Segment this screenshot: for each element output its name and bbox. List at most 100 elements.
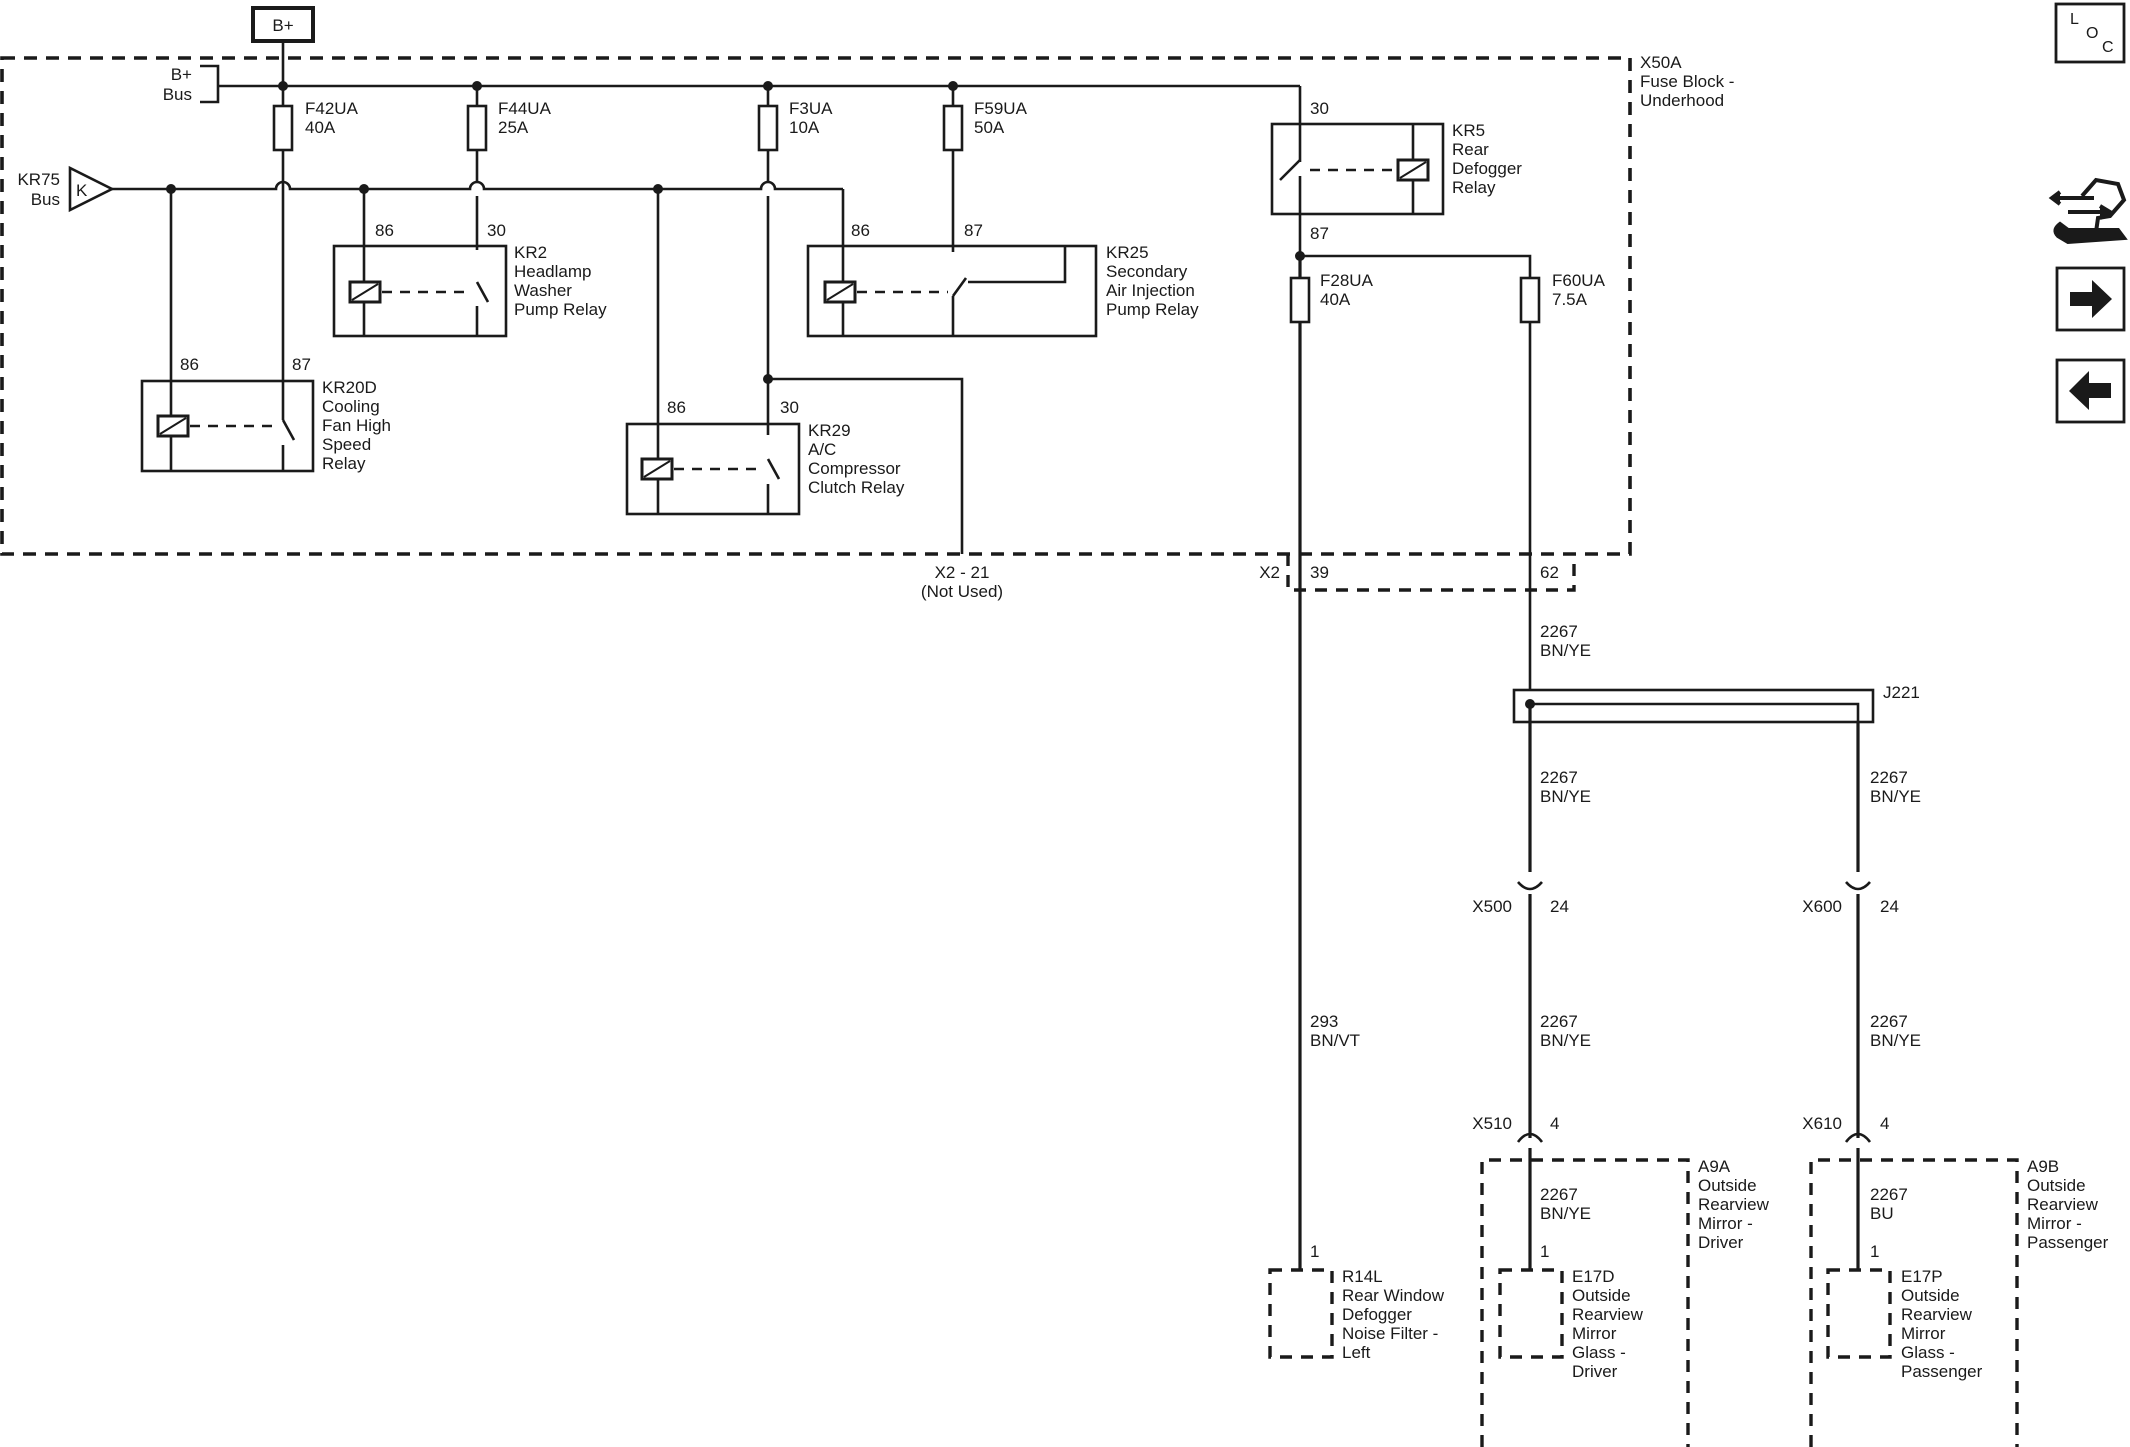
svg-text:A9B: A9B [2027,1157,2059,1176]
svg-text:J221: J221 [1883,683,1920,702]
wrench-connector-button[interactable] [2048,177,2128,245]
svg-text:F44UA: F44UA [498,99,552,118]
component-e17p: E17P Outside Rearview Mirror Glass - Pas… [1826,1267,1983,1381]
fuse-f28ua: F28UA 40A [1289,271,1374,324]
relay-kr20d: 86 87 KR20D Cooling Fan High Speed Relay [140,189,391,473]
wire-2267-upper: 2267 BN/YE [1540,622,1591,660]
svg-text:O: O [2086,25,2098,42]
svg-text:E17D: E17D [1572,1267,1615,1286]
svg-text:50A: 50A [974,118,1005,137]
svg-text:2267: 2267 [1540,622,1578,641]
svg-text:Defogger: Defogger [1342,1305,1412,1324]
svg-text:Secondary: Secondary [1106,262,1188,281]
fuse-f3ua: F3UA 10A [757,86,964,554]
kr75-k-label: K [76,181,88,200]
svg-text:Defogger: Defogger [1452,159,1522,178]
svg-text:Driver: Driver [1572,1362,1618,1381]
connector-x2: X2 39 62 [1259,554,1576,592]
svg-text:62: 62 [1540,563,1559,582]
svg-text:BN/YE: BN/YE [1870,1031,1921,1050]
svg-text:Relay: Relay [322,454,366,473]
svg-text:X2 - 21: X2 - 21 [935,563,990,582]
prev-page-button[interactable] [2055,358,2126,424]
next-page-button[interactable] [2055,266,2126,332]
svg-text:F42UA: F42UA [305,99,359,118]
svg-text:BN/YE: BN/YE [1540,787,1591,806]
svg-text:87: 87 [964,221,983,240]
bplus-terminal: B+ [251,6,315,86]
svg-text:X500: X500 [1472,897,1512,916]
fuse-f42ua: F42UA 40A [272,86,359,420]
svg-text:Driver: Driver [1698,1233,1744,1252]
svg-text:Rearview: Rearview [1572,1305,1644,1324]
svg-text:Outside: Outside [1572,1286,1631,1305]
svg-text:BN/YE: BN/YE [1540,641,1591,660]
kr75-bus-label-1: KR75 [17,170,60,189]
svg-text:1: 1 [1870,1242,1879,1261]
svg-text:BN/VT: BN/VT [1310,1031,1360,1050]
component-a9a: A9A Outside Rearview Mirror - Driver 226… [1480,1157,1770,1447]
svg-text:Pump Relay: Pump Relay [1106,300,1199,319]
svg-text:Air Injection: Air Injection [1106,281,1195,300]
fuse-block-name: X50A [1640,53,1682,72]
svg-text:C: C [2102,39,2114,56]
svg-text:BU: BU [1870,1204,1894,1223]
svg-text:2267: 2267 [1870,1185,1908,1204]
branch-passenger: 2267 BN/YE X600 24 2267 BN/YE X610 4 [1802,722,1921,1270]
fuse-block-desc-1: Fuse Block - [1640,72,1734,91]
svg-text:Glass -: Glass - [1901,1343,1955,1362]
bplus-bus-label-1: B+ [171,65,192,84]
svg-text:87: 87 [1310,224,1329,243]
svg-text:Relay: Relay [1452,178,1496,197]
svg-text:Outside: Outside [1901,1286,1960,1305]
fuse-f60ua: F60UA 7.5A [1519,271,1606,324]
svg-text:4: 4 [1880,1114,1889,1133]
bplus-label: B+ [272,16,293,35]
svg-text:Speed: Speed [322,435,371,454]
svg-text:E17P: E17P [1901,1267,1943,1286]
svg-text:Mirror -: Mirror - [2027,1214,2082,1233]
svg-text:F59UA: F59UA [974,99,1028,118]
location-button[interactable]: L O C [2054,2,2126,64]
connector-x2-21: X2 - 21 (Not Used) [921,563,1003,601]
svg-text:Washer: Washer [514,281,572,300]
svg-text:2267: 2267 [1870,768,1908,787]
svg-text:1: 1 [1540,1242,1549,1261]
fuse-f44ua: F44UA 25A [466,86,552,250]
wrench-connector-icon [2048,177,2128,245]
svg-text:KR2: KR2 [514,243,547,262]
defog-feed [1295,251,1532,1270]
kr75-bus-label-2: Bus [31,190,60,209]
svg-text:BN/YE: BN/YE [1870,787,1921,806]
svg-text:X610: X610 [1802,1114,1842,1133]
svg-text:KR25: KR25 [1106,243,1149,262]
wire-293: 293 BN/VT [1310,1012,1360,1050]
svg-text:Mirror -: Mirror - [1698,1214,1753,1233]
svg-text:BN/YE: BN/YE [1540,1031,1591,1050]
svg-text:Headlamp: Headlamp [514,262,592,281]
svg-text:R14L: R14L [1342,1267,1383,1286]
svg-text:Passenger: Passenger [1901,1362,1983,1381]
svg-text:X2: X2 [1259,563,1280,582]
arrow-right-icon [2070,280,2112,318]
component-r14l: 1 R14L Rear Window Defogger Noise Filter… [1268,1242,1445,1362]
svg-text:Rear Window: Rear Window [1342,1286,1445,1305]
svg-text:A/C: A/C [808,440,836,459]
relay-kr5: 30 87 KR5 Rear Defogger Relay [1270,99,1522,256]
svg-text:Fan High: Fan High [322,416,391,435]
svg-text:24: 24 [1550,897,1569,916]
svg-text:F3UA: F3UA [789,99,833,118]
svg-text:KR20D: KR20D [322,378,377,397]
svg-text:Passenger: Passenger [2027,1233,2109,1252]
svg-text:24: 24 [1880,897,1899,916]
svg-text:Mirror: Mirror [1901,1324,1946,1343]
svg-text:Left: Left [1342,1343,1371,1362]
svg-text:Mirror: Mirror [1572,1324,1617,1343]
svg-text:(Not Used): (Not Used) [921,582,1003,601]
svg-text:2267: 2267 [1540,1012,1578,1031]
svg-text:Rearview: Rearview [1901,1305,1973,1324]
location-icon: L [2070,11,2079,28]
svg-text:A9A: A9A [1698,1157,1731,1176]
svg-text:Noise Filter -: Noise Filter - [1342,1324,1438,1343]
component-a9b: A9B Outside Rearview Mirror - Passenger … [1809,1157,2109,1447]
